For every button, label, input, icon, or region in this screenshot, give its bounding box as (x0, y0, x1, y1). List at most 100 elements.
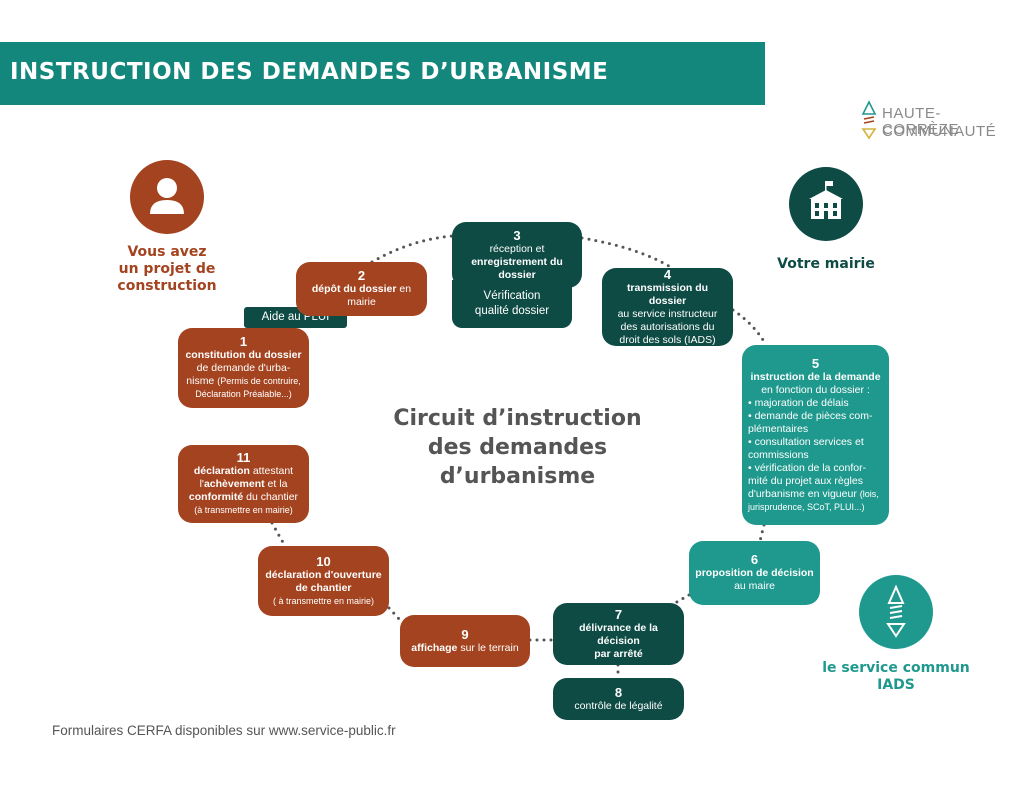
step-line: déclaration attestant (184, 465, 303, 478)
step-line: contrôle de légalité (559, 700, 678, 713)
step-text: du chantier (243, 491, 299, 503)
step-text: par arrêté (594, 647, 643, 660)
step-number: 8 (614, 684, 623, 700)
applicant-label-line: construction (117, 278, 217, 294)
footer-note: Formulaires CERFA disponibles sur www.se… (52, 723, 396, 738)
step-text: Déclaration Préalable...) (195, 389, 292, 399)
step-text: proposition de décision (695, 567, 814, 579)
step-text: de demande d'urba- (196, 362, 291, 374)
step-number: 4 (663, 266, 672, 282)
step-text: réception et (489, 242, 545, 255)
applicant-person-icon (130, 160, 204, 234)
connector-4-5 (731, 308, 768, 347)
step-text: déclaration d'ouverture (265, 568, 382, 581)
diagram-title-line: des demandes (427, 435, 608, 460)
step-number: 7 (614, 606, 623, 622)
step-line: l'achèvement et la (184, 478, 303, 491)
iads-icon (859, 575, 933, 649)
step-text: droit des sols (IADS) (619, 333, 716, 346)
step-text: • demande de pièces com-plémentaires (748, 409, 873, 435)
header-bar: INSTRUCTION DES DEMANDES D’URBANISME (0, 42, 765, 105)
step-line: des autorisations du (608, 321, 727, 334)
step-line: conformité du chantier (184, 491, 303, 504)
step-line: droit des sols (IADS) (608, 334, 727, 347)
step-text: dépôt du dossier (311, 283, 397, 295)
haute-correze-logo: HAUTE-CORRÈZE COMMUNAUTÉ (860, 100, 1010, 145)
iads-label: le service commun IADS (816, 660, 976, 694)
iads-label-line: IADS (877, 677, 915, 693)
step-line: de demande d'urba- (184, 362, 303, 375)
town-hall-icon (789, 167, 863, 241)
step-line: au service instructeur (608, 308, 727, 321)
step-number: 2 (357, 268, 366, 283)
step-line: déclaration d'ouverture (264, 569, 383, 582)
step-text: • vérification de la confor-mité du proj… (748, 461, 867, 500)
step-line: • majoration de délais (748, 397, 883, 410)
verification-line: qualité dossier (474, 305, 550, 317)
step-line: nisme (Permis de contruire, (184, 375, 303, 388)
connector-3-4 (580, 236, 674, 270)
page-title: INSTRUCTION DES DEMANDES D’URBANISME (10, 59, 609, 85)
step-line: réception et (458, 243, 576, 256)
step-line: Déclaration Préalable...) (184, 388, 303, 401)
diagram-title-line: d’urbanisme (439, 464, 596, 489)
step-text: transmission du dossier (626, 281, 709, 307)
step-text: • consultation services et commissions (748, 435, 864, 461)
connector-10-9 (387, 606, 402, 622)
step-text: (Permis de contruire, (217, 376, 301, 386)
step-text: • majoration de délais (748, 396, 849, 409)
diagram-title-line: Circuit d’instruction (393, 406, 642, 431)
step-text: sur le terrain (457, 641, 519, 654)
mairie-label: Votre mairie (777, 256, 875, 272)
step-line: transmission du dossier (608, 282, 727, 308)
step-text: des autorisations du (620, 320, 715, 333)
step-text: mairie (347, 296, 376, 308)
step-line: (à transmettre en mairie) (184, 504, 303, 517)
step-text: contrôle de légalité (574, 699, 663, 712)
step-line: instruction de la demande (748, 371, 883, 384)
diagram-title: Circuit d’instruction des demandes d’urb… (380, 404, 655, 491)
step-text: dossier (498, 268, 536, 281)
step-number: 1 (239, 334, 248, 349)
step-text: de chantier (295, 581, 352, 594)
step-number: 3 (513, 227, 521, 243)
step-text: (à transmettre en mairie) (194, 505, 293, 515)
step-text: délivrance de la décision (579, 621, 658, 647)
step-line: affichage sur le terrain (406, 642, 524, 655)
step-line: • vérification de la confor-mité du proj… (748, 462, 883, 514)
step-text: (lois, jurisprudence, SCoT, PLUI...) (748, 488, 879, 512)
step-text: ( à transmettre en mairie) (272, 595, 375, 606)
step-line: • consultation services et commissions (748, 436, 883, 462)
step-line: constitution du dossier (184, 349, 303, 362)
step-line: de chantier (264, 582, 383, 595)
step-line: en fonction du dossier : (748, 384, 883, 397)
connector-2-3 (370, 234, 454, 264)
step-number: 11 (236, 450, 251, 465)
connector-11-10 (270, 521, 287, 548)
logo-icon (861, 100, 877, 140)
iads-label-line: le service commun (822, 660, 970, 676)
step-text: au service instructeur (617, 307, 718, 320)
applicant-label-line: Vous avez (127, 244, 207, 260)
step-text: enregistrement du (471, 255, 563, 268)
step-line: • demande de pièces com-plémentaires (748, 410, 883, 436)
step-text: au maire (734, 580, 775, 592)
applicant-label-line: un projet de (118, 261, 216, 277)
step-line: enregistrement du (458, 256, 576, 269)
step-text: affichage (411, 641, 458, 654)
logo-line2: COMMUNAUTÉ (882, 123, 997, 140)
step-line: au maire (695, 580, 814, 593)
step-number: 5 (811, 355, 820, 371)
applicant-label: Vous avez un projet de construction (92, 244, 242, 295)
step-line: dépôt du dossier en (302, 283, 421, 296)
step-text: constitution du dossier (185, 349, 302, 361)
verification-box: Vérification qualité dossier (452, 280, 572, 328)
